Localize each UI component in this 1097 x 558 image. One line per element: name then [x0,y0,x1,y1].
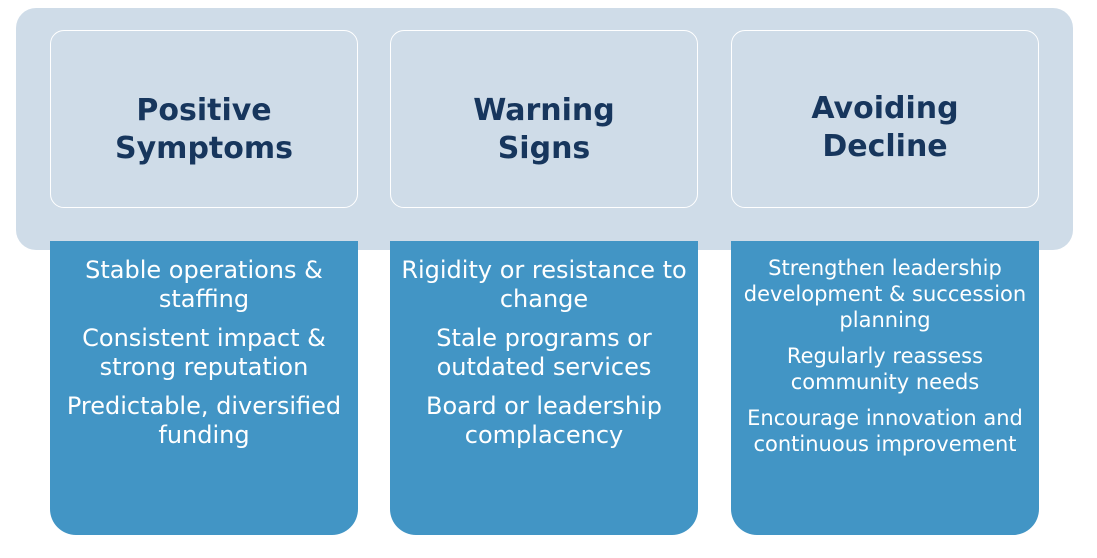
list-item: Encourage innovation and continuous impr… [747,406,1023,456]
header-positive-symptoms: Positive Symptoms [50,30,358,208]
header-warning-signs: Warning Signs [390,30,698,208]
list-item: Predictable, diversified funding [66,392,342,449]
header-title-line: Symptoms [115,131,293,166]
list-item: Board or leadership complacency [426,392,662,449]
header-title-line: Avoiding [811,91,959,126]
body-warning-signs: Rigidity or resistance to change Stale p… [390,241,698,535]
header-title-line: Signs [497,131,591,166]
header-title-line: Positive [136,93,272,128]
body-positive-symptoms: Stable operations & staffing Consistent … [50,241,358,535]
body-avoiding-decline: Strengthen leadership development & succ… [731,241,1039,535]
list-item: Consistent impact & strong reputation [82,324,326,381]
list-item: Regularly reassess community needs [786,344,984,394]
header-title-line: Warning [473,93,615,128]
header-title-line: Decline [822,129,948,164]
list-item: Rigidity or resistance to change [401,256,687,313]
list-item: Stale programs or outdated services [436,324,652,381]
list-item: Stable operations & staffing [85,256,323,313]
header-avoiding-decline: Avoiding Decline [731,30,1039,208]
list-item: Strengthen leadership development & succ… [743,256,1027,332]
